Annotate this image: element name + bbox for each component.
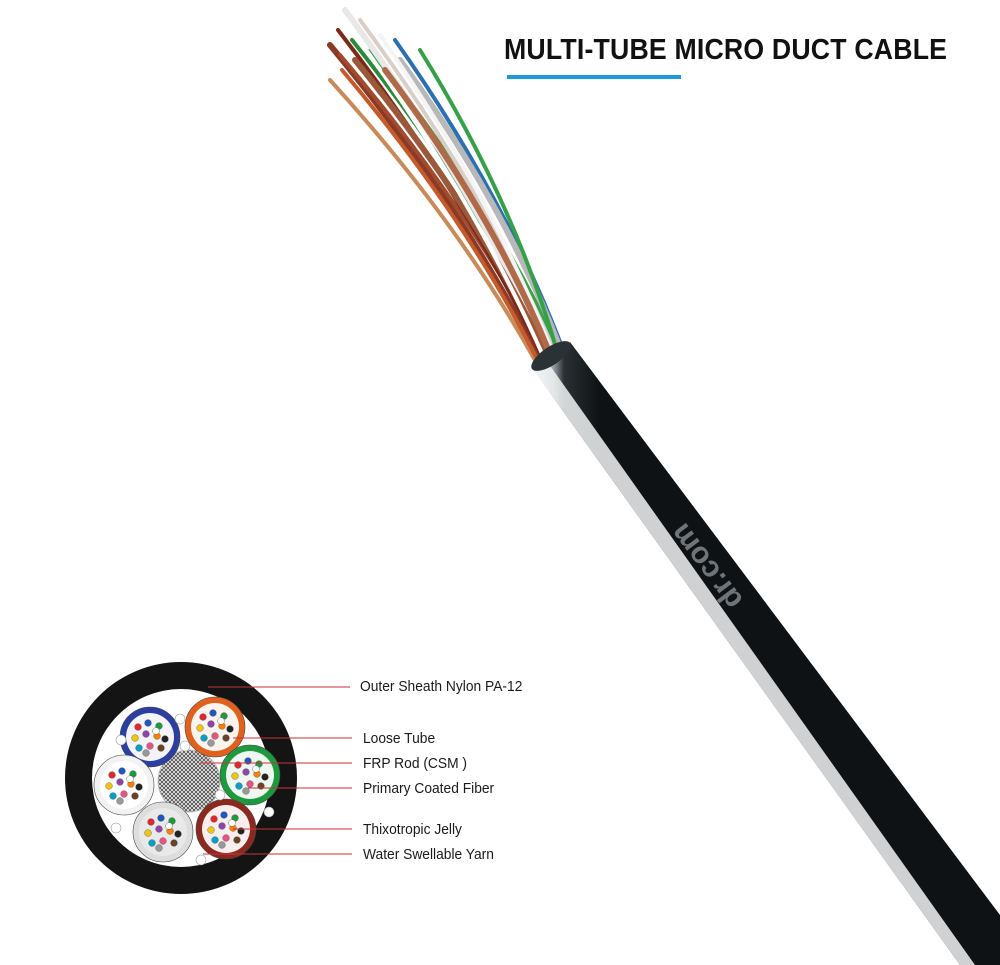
- coated-fiber: [252, 765, 260, 773]
- label-primary-coated-fiber: Primary Coated Fiber: [363, 780, 495, 797]
- coated-fiber: [196, 724, 204, 732]
- coated-fiber: [155, 844, 163, 852]
- coated-fiber: [207, 826, 215, 834]
- swellable-yarn: [263, 806, 275, 818]
- fiber-strand: [328, 78, 538, 364]
- coated-fiber: [233, 836, 241, 844]
- coated-fiber: [222, 834, 230, 842]
- fiber-strand: [346, 23, 546, 360]
- coated-fiber: [147, 818, 155, 826]
- label-water-swellable-yarn: Water Swellable Yarn: [363, 846, 494, 863]
- coated-fiber: [210, 815, 218, 823]
- label-frp-rod: FRP Rod (CSM ): [363, 755, 468, 772]
- swellable-yarn: [174, 713, 186, 725]
- coated-fiber: [144, 719, 152, 727]
- coated-fiber: [148, 839, 156, 847]
- coated-fiber: [142, 730, 150, 738]
- coated-fiber: [157, 814, 165, 822]
- coated-fiber: [170, 839, 178, 847]
- coated-fiber: [218, 822, 226, 830]
- coated-fiber: [135, 783, 143, 791]
- coated-fiber: [142, 749, 150, 757]
- coated-fiber: [226, 725, 234, 733]
- coated-fiber: [207, 739, 215, 747]
- coated-fiber: [131, 734, 139, 742]
- swellable-yarn: [110, 822, 122, 834]
- coated-fiber: [199, 713, 207, 721]
- coated-fiber: [161, 735, 169, 743]
- fiber-strand: [418, 48, 559, 353]
- coated-fiber: [134, 723, 142, 731]
- coated-fiber: [116, 778, 124, 786]
- coated-fiber: [135, 744, 143, 752]
- coated-fiber: [218, 841, 226, 849]
- label-loose-tube: Loose Tube: [363, 730, 436, 747]
- cross-section: [65, 662, 297, 894]
- fiber-strand: [340, 68, 540, 363]
- cable-sheath: [532, 342, 1000, 965]
- coated-fiber: [157, 744, 165, 752]
- coated-fiber: [108, 771, 116, 779]
- swellable-yarn: [115, 734, 127, 746]
- exposed-fibers: [327, 7, 564, 364]
- fiber-strand: [378, 33, 555, 356]
- coated-fiber: [246, 780, 254, 788]
- coated-fiber: [120, 790, 128, 798]
- coated-fiber: [155, 825, 163, 833]
- coated-fiber: [144, 829, 152, 837]
- coated-fiber: [235, 782, 243, 790]
- title-underline: [507, 75, 681, 79]
- coated-fiber: [118, 767, 126, 775]
- coated-fiber: [261, 773, 269, 781]
- swellable-yarn: [195, 854, 207, 866]
- coated-fiber: [165, 822, 173, 830]
- swellable-yarn: [179, 740, 191, 752]
- coated-fiber: [242, 787, 250, 795]
- fiber-strand: [382, 67, 553, 357]
- coated-fiber: [131, 792, 139, 800]
- coated-fiber: [242, 768, 250, 776]
- coated-fiber: [126, 775, 134, 783]
- cable-sheath-highlight: [532, 360, 975, 965]
- label-outer-sheath: Outer Sheath Nylon PA-12: [360, 678, 523, 695]
- coated-fiber: [109, 792, 117, 800]
- page-title: MULTI-TUBE MICRO DUCT CABLE: [504, 34, 948, 66]
- label-thixotropic-jelly: Thixotropic Jelly: [363, 821, 462, 838]
- leader-lines: [200, 686, 352, 855]
- coated-fiber: [211, 836, 219, 844]
- coated-fiber: [105, 782, 113, 790]
- frp-rod: [157, 749, 221, 813]
- coated-fiber: [222, 734, 230, 742]
- coated-fiber: [217, 717, 225, 725]
- coated-fiber: [220, 811, 228, 819]
- coated-fiber: [146, 742, 154, 750]
- coated-fiber: [211, 732, 219, 740]
- coated-fiber: [231, 772, 239, 780]
- fiber-strand: [327, 42, 543, 363]
- coated-fiber: [207, 720, 215, 728]
- coated-fiber: [116, 797, 124, 805]
- cable-end-cap: [531, 341, 571, 371]
- coated-fiber: [152, 727, 160, 735]
- swellable-yarn: [214, 789, 226, 801]
- coated-fiber: [228, 819, 236, 827]
- coated-fiber: [200, 734, 208, 742]
- coated-fiber: [209, 709, 217, 717]
- coated-fiber: [159, 837, 167, 845]
- coated-fiber: [174, 830, 182, 838]
